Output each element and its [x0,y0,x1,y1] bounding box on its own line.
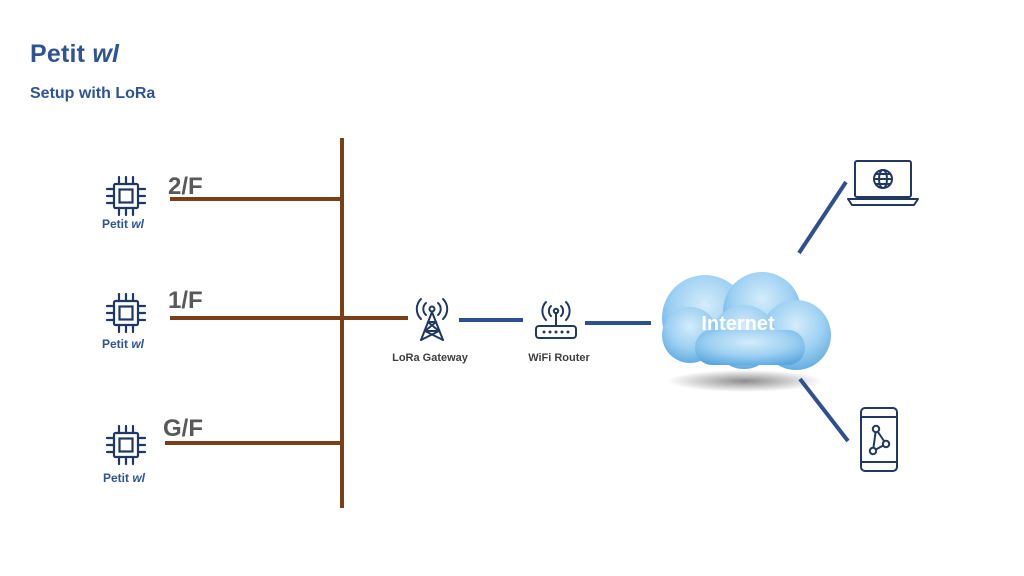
floor-1f: Petit wl 1/F [102,287,408,351]
internet-cloud: Internet [662,272,831,392]
chip-icon [105,424,147,466]
lora-gateway: LoRa Gateway [392,298,469,364]
cloud-label: Internet [701,313,775,335]
floor-label: 1/F [168,287,203,314]
device-label: Petit wl [102,217,145,231]
cloud-icon [662,272,831,370]
link-cloud-laptop [797,180,848,255]
chip-icon [105,175,147,217]
cloud-shadow [667,370,823,392]
gateway-label: LoRa Gateway [392,352,469,364]
router-label: WiFi Router [528,352,590,364]
link-cloud-phone [798,377,850,443]
device-label: Petit wl [102,337,145,351]
floor-label: 2/F [168,173,203,200]
title-italic-text: wl [92,40,120,68]
page-subtitle: Setup with LoRa [30,85,156,102]
wifi-router-icon [535,301,577,339]
floor-2f: Petit wl 2/F [102,173,342,231]
device-label: Petit wl [103,471,146,485]
smartphone-network-icon [860,407,898,472]
laptop-client [847,160,919,206]
floor-gf: Petit wl G/F [103,415,342,485]
chip-icon [105,292,147,334]
cell-tower-icon [415,298,449,341]
laptop-globe-icon [847,160,919,206]
title-text: Petit [30,40,93,68]
phone-client [860,407,898,472]
wifi-router: WiFi Router [528,301,591,364]
floor-label: G/F [163,415,203,442]
page-title: Petit wl [30,40,119,69]
